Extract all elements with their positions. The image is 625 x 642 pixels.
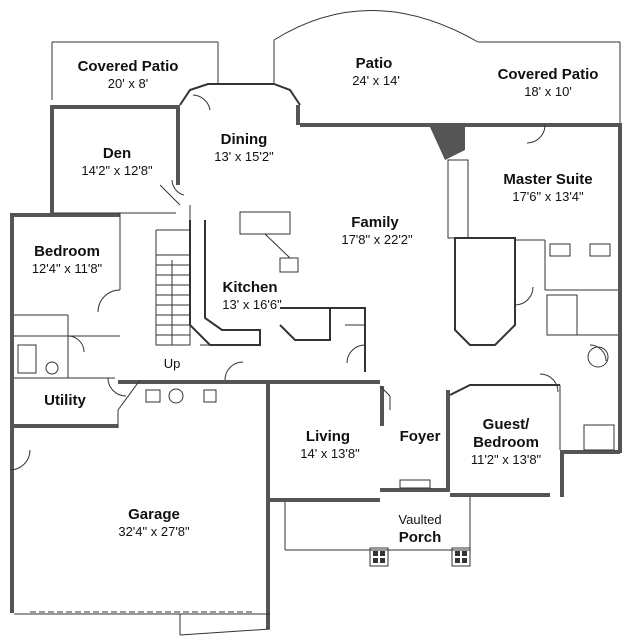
covered-patio-left-outline <box>51 41 219 100</box>
foyer-name: Foyer <box>400 428 441 445</box>
stairs-up-label: Up <box>164 356 181 371</box>
dining-dim: 13' x 15'2" <box>214 149 274 164</box>
kitchen-name: Kitchen <box>222 279 277 296</box>
garage-dim: 32'4" x 27'8" <box>118 524 190 539</box>
den-name: Den <box>103 145 131 162</box>
den-dim: 14'2" x 12'8" <box>81 163 153 178</box>
porch-prefix: Vaulted <box>398 512 441 527</box>
patio-name: Patio <box>356 55 393 72</box>
stairs <box>155 254 191 346</box>
master-suite-dim: 17'6" x 13'4" <box>512 189 584 204</box>
living-dim: 14' x 13'8" <box>300 446 360 461</box>
porch-columns <box>369 547 471 567</box>
garage-name: Garage <box>128 506 180 523</box>
family-name: Family <box>351 214 399 231</box>
family-dim: 17'8" x 22'2" <box>341 232 413 247</box>
exterior-walls <box>10 83 622 636</box>
covered-patio-left-dim: 20' x 8' <box>108 76 148 91</box>
guest-bedroom-name2: Bedroom <box>473 434 539 451</box>
door-swings <box>9 94 607 471</box>
bedroom-name: Bedroom <box>34 243 100 260</box>
porch-name: Porch <box>399 529 442 546</box>
patio-dim: 24' x 14' <box>352 73 400 88</box>
dining-name: Dining <box>221 131 268 148</box>
covered-patio-right-dim: 18' x 10' <box>524 84 572 99</box>
kitchen-dim: 13' x 16'6" <box>222 297 282 312</box>
covered-patio-left-name: Covered Patio <box>78 58 179 75</box>
living-name: Living <box>306 428 350 445</box>
master-suite-name: Master Suite <box>503 171 592 188</box>
patio-outline <box>273 10 621 125</box>
guest-bedroom-name: Guest/ <box>483 416 531 433</box>
covered-patio-right-name: Covered Patio <box>498 66 599 83</box>
bedroom-dim: 12'4" x 11'8" <box>32 261 103 276</box>
guest-bedroom-dim: 11'2" x 13'8" <box>471 452 542 467</box>
utility-name: Utility <box>44 392 86 409</box>
